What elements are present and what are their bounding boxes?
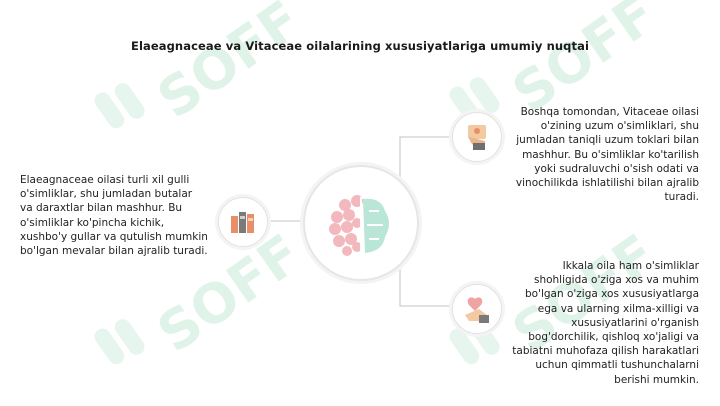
hand-card-icon <box>468 125 486 150</box>
right-top-node <box>452 112 502 162</box>
right-top-description: Boshqa tomondan, Vitaceae oilasi o'zinin… <box>515 106 699 204</box>
right-bottom-node <box>452 284 502 334</box>
right-bottom-description: Ikkala oila ham o'simliklar shohligida o… <box>512 260 699 386</box>
left-description: Elaeagnaceae oilasi turli xil gulli o'si… <box>20 174 208 258</box>
hand-heart-icon <box>465 297 489 323</box>
books-icon <box>231 212 254 233</box>
diagram-title: Elaeagnaceae va Vitaceae oilalarining xu… <box>130 39 589 53</box>
brain-icon <box>329 195 389 256</box>
left-node <box>218 197 268 247</box>
center-node <box>303 165 419 281</box>
